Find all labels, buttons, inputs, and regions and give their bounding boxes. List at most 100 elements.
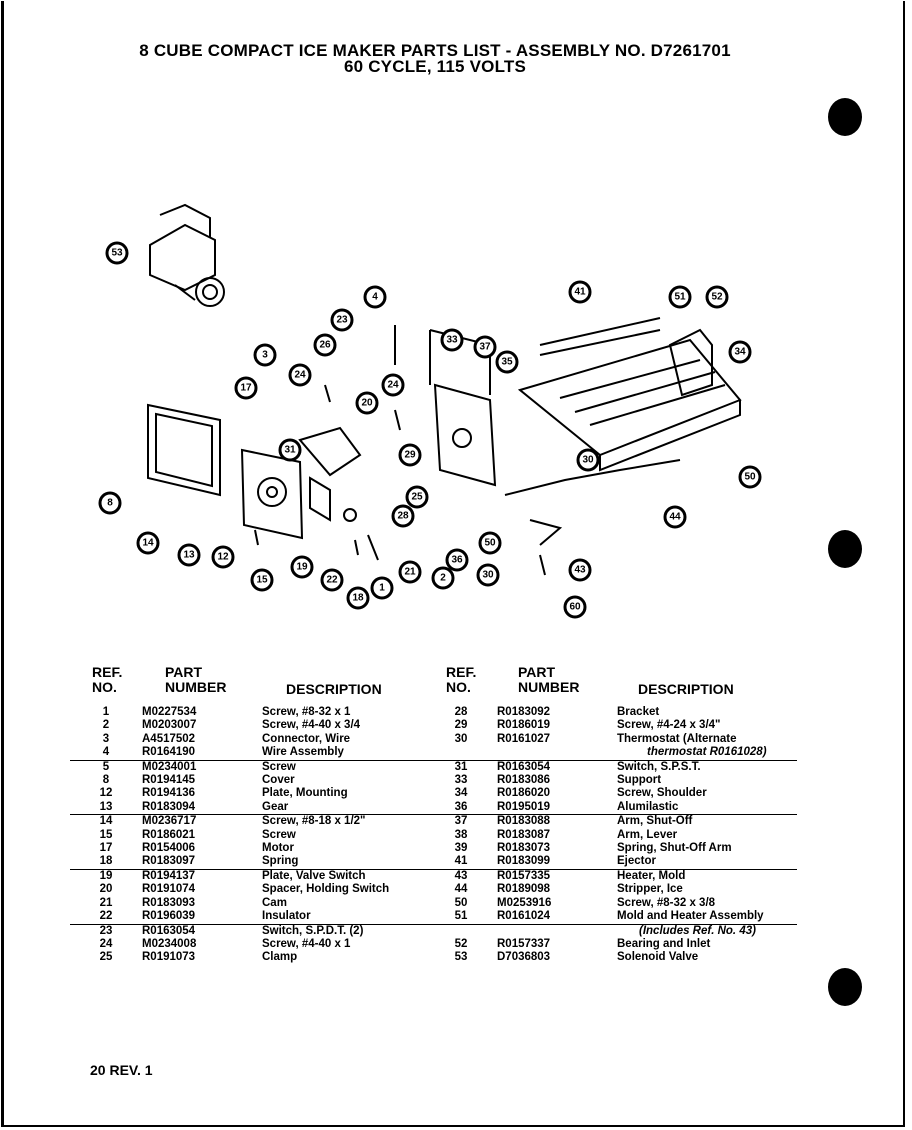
svg-text:37: 37 bbox=[479, 342, 491, 353]
callout-31: 31 bbox=[278, 438, 302, 462]
svg-text:25: 25 bbox=[411, 492, 423, 503]
callout-21: 21 bbox=[398, 560, 422, 584]
shutoff-arm-drawing bbox=[504, 459, 681, 496]
punch-hole-middle bbox=[828, 530, 862, 568]
page-footer: 20 REV. 1 bbox=[90, 1062, 153, 1078]
svg-text:13: 13 bbox=[183, 550, 195, 561]
callout-13: 13 bbox=[177, 543, 201, 567]
callout-2: 2 bbox=[431, 566, 455, 590]
svg-text:31: 31 bbox=[284, 445, 296, 456]
punch-hole-bottom bbox=[828, 968, 862, 1006]
svg-text:24: 24 bbox=[387, 380, 399, 391]
svg-text:60: 60 bbox=[569, 602, 581, 613]
callout-41: 41 bbox=[568, 280, 592, 304]
svg-text:17: 17 bbox=[240, 383, 252, 394]
callout-15: 15 bbox=[250, 568, 274, 592]
table-row: thermostat R0161028) bbox=[647, 746, 767, 759]
callout-25: 25 bbox=[405, 485, 429, 509]
header-desc-right: DESCRIPTION bbox=[638, 681, 734, 697]
svg-text:4: 4 bbox=[372, 292, 378, 303]
svg-text:50: 50 bbox=[744, 472, 756, 483]
callout-24a: 24 bbox=[288, 363, 312, 387]
callout-33: 33 bbox=[440, 328, 464, 352]
svg-text:19: 19 bbox=[296, 562, 308, 573]
svg-text:28: 28 bbox=[397, 511, 409, 522]
callout-51: 51 bbox=[668, 285, 692, 309]
svg-text:35: 35 bbox=[501, 357, 513, 368]
callout-3: 3 bbox=[253, 343, 277, 367]
svg-text:14: 14 bbox=[142, 538, 154, 549]
svg-text:34: 34 bbox=[734, 347, 746, 358]
bearing-drawing bbox=[668, 328, 713, 397]
ice-mold-drawing bbox=[517, 317, 742, 472]
cover-drawing bbox=[147, 403, 221, 497]
header-desc-left: DESCRIPTION bbox=[286, 681, 382, 697]
callout-8: 8 bbox=[98, 491, 122, 515]
svg-text:3: 3 bbox=[262, 350, 268, 361]
screws-drawing bbox=[254, 325, 546, 576]
mounting-plate-drawing bbox=[240, 448, 304, 540]
callout-30a: 30 bbox=[576, 448, 600, 472]
callout-20: 20 bbox=[355, 391, 379, 415]
svg-text:43: 43 bbox=[574, 565, 586, 576]
svg-text:44: 44 bbox=[669, 512, 681, 523]
callout-30b: 30 bbox=[476, 563, 500, 587]
callout-26: 26 bbox=[313, 333, 337, 357]
callout-14: 14 bbox=[136, 531, 160, 555]
callout-44: 44 bbox=[663, 505, 687, 529]
callout-23: 23 bbox=[330, 308, 354, 332]
svg-text:15: 15 bbox=[256, 575, 268, 586]
motor-assembly-drawing bbox=[298, 426, 362, 522]
svg-text:12: 12 bbox=[217, 552, 229, 563]
svg-text:2: 2 bbox=[440, 573, 446, 584]
callout-60: 60 bbox=[563, 595, 587, 619]
callout-52: 52 bbox=[705, 285, 729, 309]
solenoid-valve-drawing bbox=[149, 203, 225, 307]
callout-1: 1 bbox=[370, 576, 394, 600]
svg-text:50: 50 bbox=[484, 538, 496, 549]
exploded-parts-diagram: 53 4 41 51 52 23 26 33 37 35 3 24 34 17 … bbox=[98, 203, 762, 619]
header-ref-right: REF.NO. bbox=[446, 664, 477, 695]
callout-18: 18 bbox=[346, 586, 370, 610]
svg-text:36: 36 bbox=[451, 555, 463, 566]
page-subtitle: 60 CYCLE, 115 VOLTS bbox=[343, 57, 527, 76]
callout-37: 37 bbox=[473, 335, 497, 359]
svg-text:22: 22 bbox=[326, 575, 338, 586]
callout-50a: 50 bbox=[478, 531, 502, 555]
header-ref-left: REF.NO. bbox=[92, 664, 123, 695]
svg-text:18: 18 bbox=[352, 593, 364, 604]
svg-text:23: 23 bbox=[336, 315, 348, 326]
svg-text:30: 30 bbox=[582, 455, 594, 466]
